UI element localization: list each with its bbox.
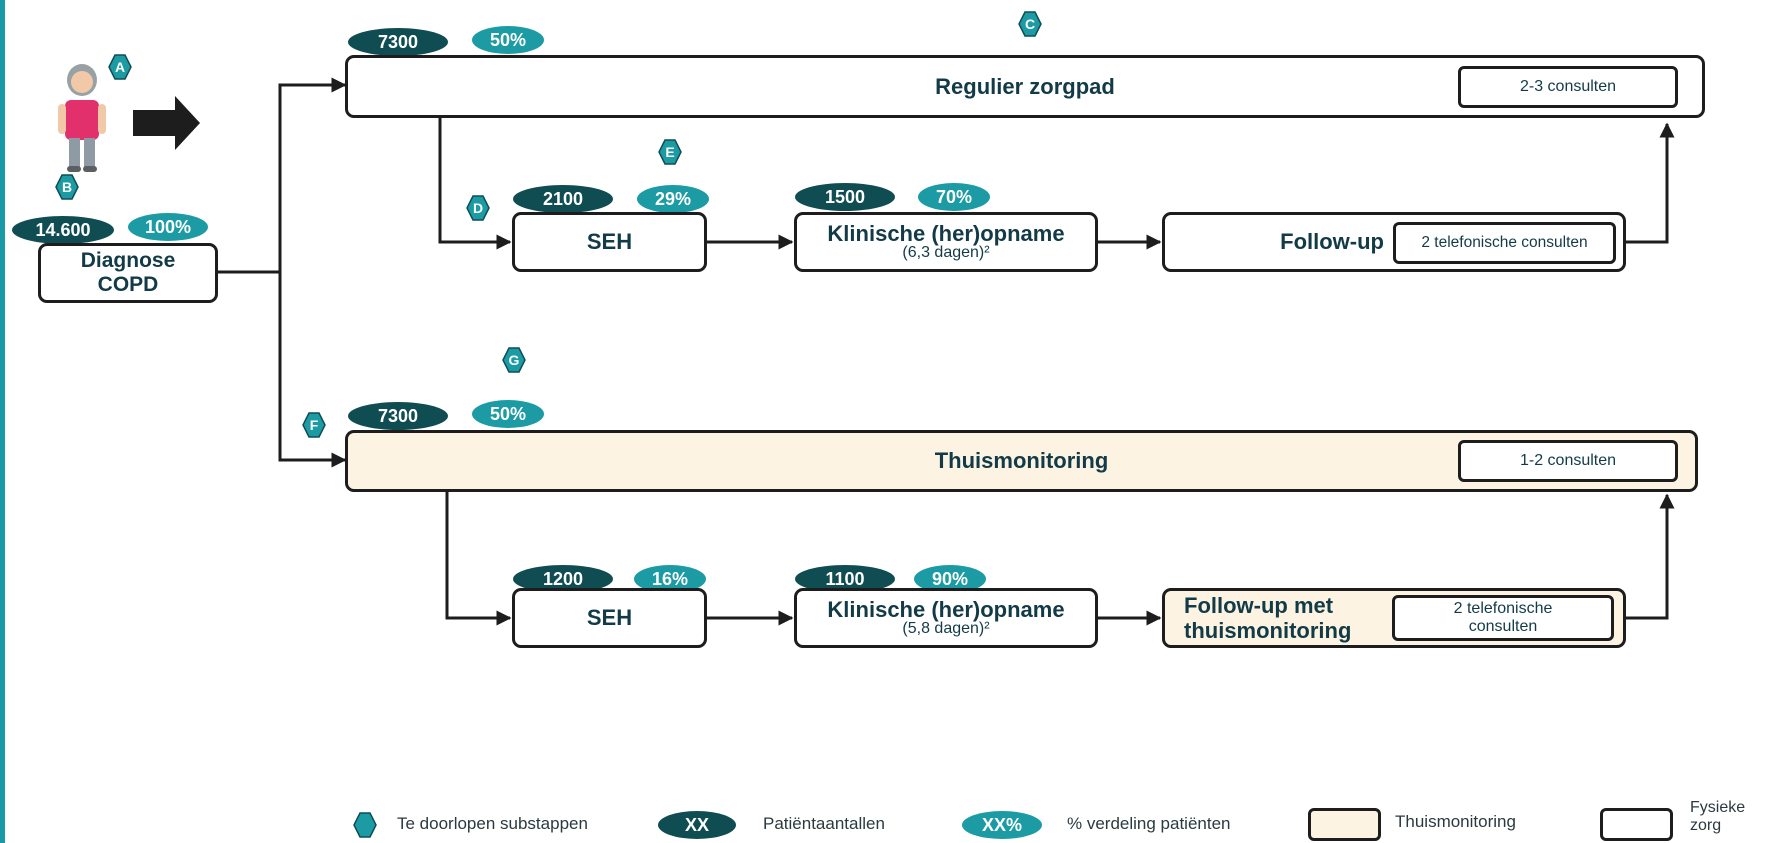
regular-pathway-title: Regulier zorgpad — [935, 73, 1115, 99]
marker-d-icon: D — [466, 195, 490, 221]
regular-seh-pct-badge: 29% — [637, 185, 709, 213]
home-followup-label: Follow-up met thuismonitoring — [1184, 592, 1352, 643]
regular-seh-count-badge: 2100 — [513, 185, 613, 213]
regular-consults-box: 2-3 consulten — [1458, 66, 1678, 108]
marker-f-icon: F — [302, 412, 326, 438]
start-pct-badge: 100% — [128, 213, 208, 241]
legend-count-badge: XX — [658, 811, 736, 839]
regular-admission-count-badge: 1500 — [795, 183, 895, 211]
marker-e-icon: E — [658, 139, 682, 165]
legend-substeps-label: Te doorlopen substappen — [397, 814, 588, 833]
legend-home-label: Thuismonitoring — [1395, 812, 1516, 831]
regular-admission-box — [794, 212, 1098, 272]
connector-to-regular — [278, 77, 347, 460]
regular-seh-label: SEH — [586, 229, 633, 254]
connector-home-seh — [445, 492, 512, 626]
left-accent-bar — [0, 0, 5, 843]
regular-seh-box — [512, 212, 707, 272]
connector-to-home — [278, 272, 347, 468]
start-count-badge: 14.600 — [12, 216, 114, 244]
legend-pct-badge: XX% — [962, 811, 1042, 839]
connector-followup-home — [1626, 493, 1675, 620]
home-admission-box — [794, 588, 1098, 648]
home-count-badge: 7300 — [348, 402, 448, 430]
patient-figure-icon — [58, 64, 106, 172]
home-pct-badge: 50% — [472, 400, 544, 428]
marker-c-icon: C — [1018, 11, 1042, 37]
legend-physical-label: Fysieke zorg — [1690, 799, 1746, 834]
regular-admission-pct-badge: 70% — [918, 183, 990, 211]
regular-followup-consults-box: 2 telefonische consulten — [1393, 222, 1616, 264]
legend-home-swatch — [1308, 808, 1381, 841]
diagnose-copd-label: Diagnose COPD — [80, 248, 176, 296]
home-seh-box — [512, 588, 707, 648]
home-admission-label: Klinische (her)opname (5,8 dagen)² — [827, 597, 1065, 638]
marker-b-icon: B — [55, 174, 79, 200]
home-seh-label: SEH — [586, 605, 633, 630]
diagnose-copd-box — [38, 243, 218, 303]
patient-arrow — [133, 96, 200, 150]
home-followup-consults-box: 2 telefonische consulten — [1392, 595, 1614, 641]
marker-g-icon: G — [502, 347, 526, 373]
marker-a-icon: A — [108, 54, 132, 80]
home-pathway-title: Thuismonitoring — [934, 448, 1109, 473]
regular-admission-label: Klinische (her)opname (6,3 dagen)² — [827, 221, 1065, 262]
connector-regular-seh — [438, 118, 512, 250]
home-consults-box: 1-2 consulten — [1458, 440, 1678, 482]
legend-distribution-label: % verdeling patiënten — [1067, 814, 1231, 833]
legend-substeps-icon — [353, 812, 377, 838]
regular-pct-badge: 50% — [472, 26, 544, 54]
regular-followup-label: Follow-up — [1280, 229, 1384, 254]
connector-followup-regular — [1626, 122, 1675, 244]
legend-physical-swatch — [1600, 808, 1673, 841]
regular-count-badge: 7300 — [348, 28, 448, 56]
legend-counts-label: Patiëntaantallen — [763, 814, 885, 833]
